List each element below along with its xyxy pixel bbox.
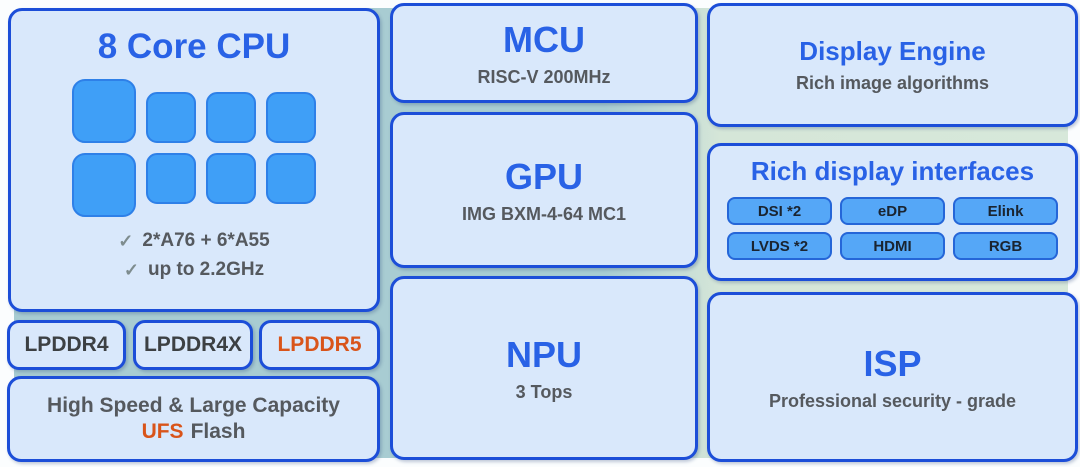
interface-chip-rgb: RGB: [953, 232, 1058, 260]
cpu-feature-list: ✓ 2*A76 + 6*A55 ✓ up to 2.2GHz: [118, 230, 269, 281]
mcu-title: MCU: [503, 18, 585, 60]
checkmark-icon: ✓: [118, 230, 134, 251]
cpu-core-row-2: [72, 153, 316, 217]
gpu-title: GPU: [504, 155, 583, 197]
cpu-core-small: [206, 153, 256, 204]
interface-chip-hdmi: HDMI: [840, 232, 945, 260]
cpu-feature-text: up to 2.2GHz: [147, 259, 265, 280]
cpu-core-small: [266, 153, 316, 204]
storage-accent: UFS: [141, 420, 184, 443]
display-interfaces-title: Rich display interfaces: [750, 156, 1035, 186]
memory-label-highlight: LPDDR5: [277, 333, 362, 356]
interface-chip-elink: Elink: [953, 197, 1058, 225]
mcu-block: MCU RISC-V 200MHz: [390, 3, 698, 103]
memory-box-lpddr5: LPDDR5: [259, 320, 380, 370]
npu-title: NPU: [505, 333, 582, 375]
memory-label: LPDDR4: [24, 333, 109, 356]
interface-chip-dsi: DSI *2: [727, 197, 832, 225]
cpu-core-small: [146, 92, 196, 143]
gpu-subtitle: IMG BXM-4-64 MC1: [461, 203, 627, 224]
interface-chip-edp: eDP: [840, 197, 945, 225]
checkmark-icon: ✓: [123, 259, 139, 280]
interface-chip-grid: DSI *2 eDP Elink LVDS *2 HDMI RGB: [727, 197, 1058, 260]
cpu-feature-item: ✓ 2*A76 + 6*A55: [118, 230, 269, 252]
memory-label: LPDDR4X: [143, 333, 243, 356]
cpu-core-row-1: [72, 79, 316, 143]
cpu-core-small: [146, 153, 196, 204]
memory-box-lpddr4: LPDDR4: [7, 320, 126, 370]
cpu-core-big: [72, 153, 136, 217]
storage-line1: High Speed & Large Capacity: [47, 394, 340, 417]
storage-rest: Flash: [190, 420, 246, 443]
storage-line2: UFS Flash: [142, 420, 246, 444]
cpu-block: 8 Core CPU ✓ 2*A76 + 6*A55 ✓ up: [8, 8, 380, 312]
display-engine-block: Display Engine Rich image algorithms: [707, 3, 1078, 127]
storage-block: High Speed & Large Capacity UFS Flash: [7, 376, 380, 462]
npu-subtitle: 3 Tops: [515, 381, 573, 402]
npu-block: NPU 3 Tops: [390, 276, 698, 460]
display-engine-subtitle: Rich image algorithms: [795, 73, 990, 93]
cpu-cores-grid: [72, 79, 316, 217]
cpu-core-big: [72, 79, 136, 143]
display-interfaces-block: Rich display interfaces DSI *2 eDP Elink…: [707, 143, 1078, 281]
cpu-feature-item: ✓ up to 2.2GHz: [124, 259, 264, 281]
display-engine-title: Display Engine: [799, 36, 986, 66]
isp-block: ISP Professional security - grade: [707, 292, 1078, 462]
gpu-block: GPU IMG BXM-4-64 MC1: [390, 112, 698, 268]
isp-title: ISP: [863, 342, 922, 384]
cpu-core-small: [206, 92, 256, 143]
isp-subtitle: Professional security - grade: [768, 390, 1017, 411]
memory-box-lpddr4x: LPDDR4X: [133, 320, 253, 370]
mcu-subtitle: RISC-V 200MHz: [477, 66, 611, 87]
cpu-feature-text: 2*A76 + 6*A55: [142, 230, 270, 251]
cpu-title: 8 Core CPU: [97, 27, 291, 66]
interface-chip-lvds: LVDS *2: [727, 232, 832, 260]
cpu-core-small: [266, 92, 316, 143]
